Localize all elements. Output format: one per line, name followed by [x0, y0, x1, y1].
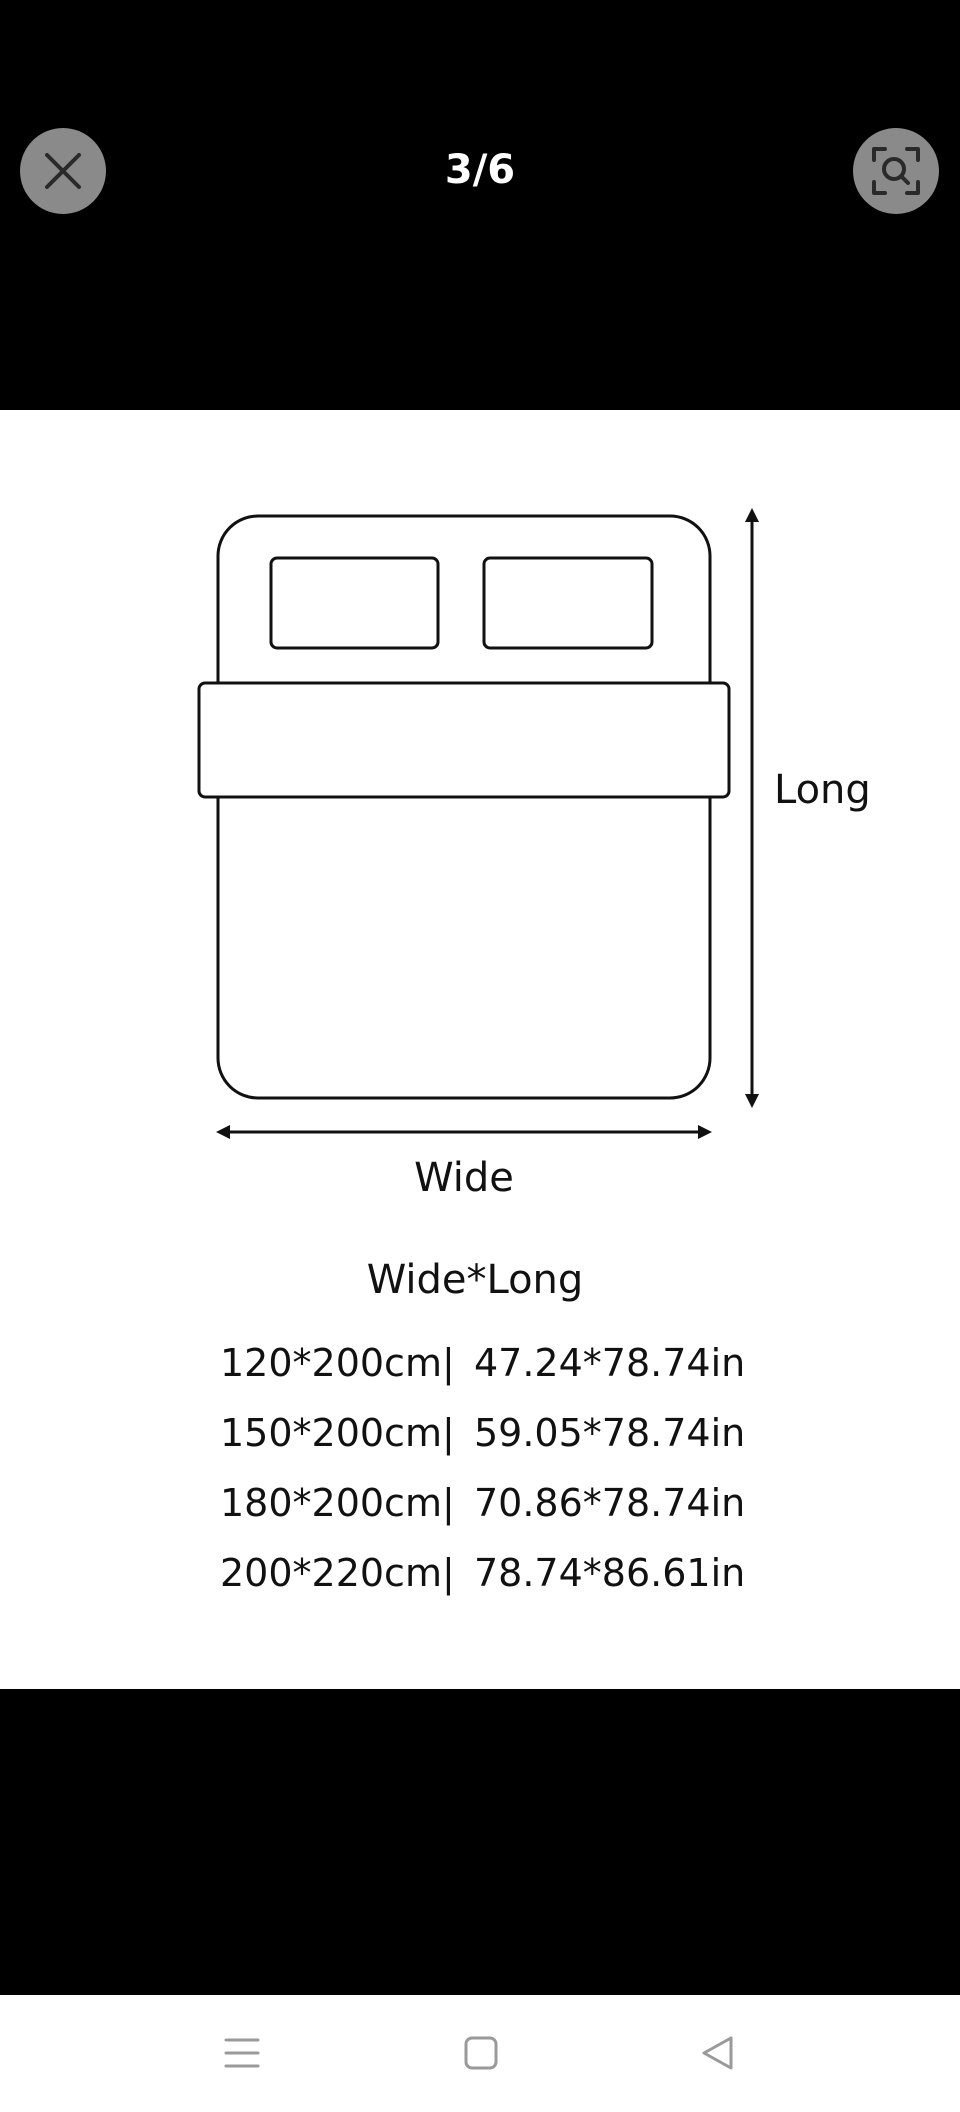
- search-scan-icon: [872, 147, 920, 195]
- back-button[interactable]: [678, 2023, 758, 2083]
- square-home-icon: [464, 2036, 498, 2070]
- wide-arrow-right: [698, 1125, 712, 1139]
- viewer-top-bar: 3/6: [0, 0, 960, 410]
- long-dimension-label: Long: [774, 767, 871, 813]
- left-pillow: [269, 556, 440, 650]
- triangle-back-icon: [702, 2036, 733, 2070]
- right-pillow: [482, 556, 654, 650]
- size-inch: 70.86*78.74in: [474, 1481, 746, 1525]
- image-counter: 3/6: [444, 147, 516, 193]
- size-inch: 78.74*86.61in: [474, 1551, 746, 1595]
- wide-dimension-label: Wide: [414, 1155, 514, 1201]
- size-row: 120*200cm | 47.24*78.74in: [0, 1328, 960, 1398]
- long-arrow-top: [745, 508, 759, 522]
- size-separator: |: [442, 1411, 455, 1455]
- close-button[interactable]: [20, 128, 106, 214]
- duvet-fold: [197, 681, 731, 799]
- size-separator: |: [442, 1481, 455, 1525]
- product-image[interactable]: Long Wide Wide*Long 120*200cm | 47.24*78…: [0, 410, 960, 1689]
- recent-apps-button[interactable]: [202, 2023, 282, 2083]
- size-row: 150*200cm | 59.05*78.74in: [0, 1398, 960, 1468]
- size-separator: |: [442, 1341, 455, 1385]
- long-arrow-bottom: [745, 1094, 759, 1108]
- size-inch: 59.05*78.74in: [474, 1411, 746, 1455]
- size-cm: 200*220cm: [220, 1551, 442, 1595]
- size-cm: 180*200cm: [220, 1481, 442, 1525]
- menu-lines-icon: [224, 2038, 260, 2068]
- home-button[interactable]: [441, 2023, 521, 2083]
- size-cm: 150*200cm: [220, 1411, 442, 1455]
- bed-size-diagram: [197, 508, 759, 1139]
- size-separator: |: [442, 1551, 455, 1595]
- size-table-heading: Wide*Long: [366, 1257, 584, 1303]
- size-list: 120*200cm | 47.24*78.74in 150*200cm | 59…: [0, 1328, 960, 1608]
- viewer-bottom-area[interactable]: [0, 1689, 960, 1995]
- size-cm: 120*200cm: [220, 1341, 442, 1385]
- close-icon: [45, 153, 81, 189]
- size-row: 180*200cm | 70.86*78.74in: [0, 1468, 960, 1538]
- size-row: 200*220cm | 78.74*86.61in: [0, 1538, 960, 1608]
- system-navigation-bar: [0, 1995, 960, 2112]
- size-inch: 47.24*78.74in: [474, 1341, 746, 1385]
- bed-outline: [216, 514, 712, 1100]
- visual-search-button[interactable]: [853, 128, 939, 214]
- wide-arrow-left: [216, 1125, 230, 1139]
